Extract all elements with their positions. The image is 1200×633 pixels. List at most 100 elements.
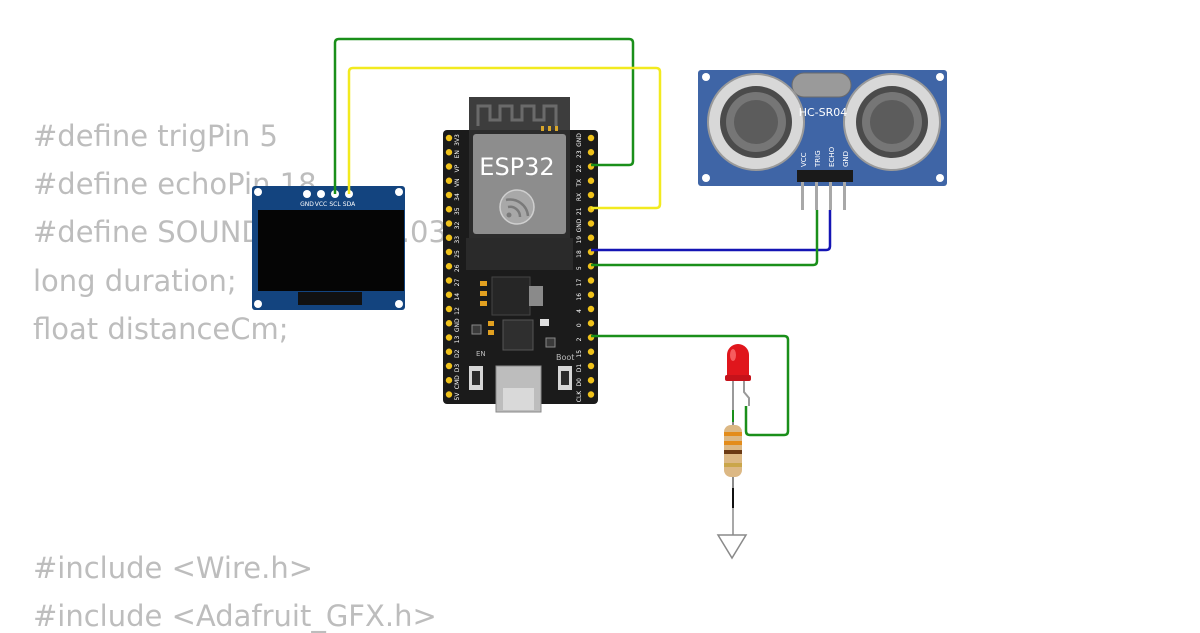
esp32-pin-left[interactable] <box>445 334 453 341</box>
hc-sr04-pin-gnd[interactable] <box>843 182 846 210</box>
mount-hole <box>395 188 403 196</box>
esp32-pin-left[interactable] <box>445 163 453 170</box>
esp32-pin-left[interactable] <box>445 206 453 213</box>
esp32-pin-left[interactable] <box>445 377 453 384</box>
mount-hole <box>936 174 944 182</box>
code-line: #define echoPin 18 <box>33 167 317 201</box>
usb-connector[interactable] <box>495 365 542 413</box>
esp32-pin-left[interactable] <box>445 391 453 398</box>
wire-trig[interactable] <box>591 210 819 267</box>
esp32-pin-left[interactable] <box>445 220 453 227</box>
hc-sr04-pin-label: GND <box>842 151 850 167</box>
led-smd <box>540 319 549 326</box>
resistor-band <box>724 432 742 436</box>
esp32-pin-label: GND <box>454 318 461 332</box>
esp32-pin-label: 5V <box>454 392 461 401</box>
hc-sr04-header <box>797 170 853 182</box>
esp32-label: ESP32 <box>479 153 554 181</box>
en-button[interactable] <box>469 366 483 390</box>
esp32-pin-left[interactable] <box>445 134 453 142</box>
oled-display[interactable]: GND VCC SCL SDA <box>252 186 405 310</box>
red-led[interactable] <box>725 344 751 410</box>
esp32-pin-right[interactable] <box>587 220 595 227</box>
hc-sr04-pin-trig[interactable] <box>815 182 818 210</box>
esp32-pin-right[interactable] <box>587 391 595 398</box>
esp32-left-pin-header[interactable]: 3V3ENVPVN343532332526271412GND13D2D3CMD5… <box>445 134 461 401</box>
esp32-pin-label: 35 <box>454 207 461 215</box>
esp32-pin-right[interactable] <box>587 177 595 184</box>
hc-sr04-pin-label: VCC <box>800 152 808 167</box>
esp32-pin-right[interactable] <box>587 362 595 370</box>
esp32-pin-right[interactable] <box>587 149 595 156</box>
hc-sr04-label: HC-SR04 <box>799 106 848 119</box>
esp32-pin-left[interactable] <box>445 234 453 241</box>
hc-sr04-pin-label: ECHO <box>828 146 836 167</box>
esp32-pin-label: 15 <box>576 350 583 358</box>
wire-led[interactable] <box>591 334 790 437</box>
esp32-pin-left[interactable] <box>445 263 453 270</box>
esp32-pin-label: 2 <box>576 337 583 341</box>
transducer-right <box>843 73 941 171</box>
code-line: #include <Adafruit_GFX.h> <box>33 599 437 633</box>
hc-sr04-sensor[interactable]: HC-SR04 VCC TRIG ECHO GND <box>698 70 947 210</box>
esp32-pin-left[interactable] <box>445 362 453 370</box>
smd-part <box>545 337 556 348</box>
esp32-pin-label: 18 <box>576 250 583 258</box>
esp32-pin-left[interactable] <box>445 291 453 298</box>
esp32-pin-right[interactable] <box>587 377 595 384</box>
hc-sr04-pin-echo[interactable] <box>829 182 832 210</box>
esp32-pin-label: 23 <box>576 150 583 158</box>
esp32-pin-right[interactable] <box>587 277 595 284</box>
esp32-pin-label: 12 <box>454 307 461 315</box>
esp32-pin-right[interactable] <box>587 134 595 142</box>
resistor[interactable] <box>724 410 742 500</box>
oled-pin-label: GND <box>300 201 314 208</box>
esp32-pin-right[interactable] <box>587 234 595 241</box>
smd-pad <box>548 126 551 131</box>
resistor-band <box>724 441 742 445</box>
smd-pad <box>555 126 558 131</box>
esp32-pin-left[interactable] <box>445 348 453 355</box>
wire-sda[interactable] <box>347 66 662 210</box>
boot-label: Boot <box>556 353 574 362</box>
esp32-pin-left[interactable] <box>445 320 453 327</box>
voltage-regulator <box>491 276 531 316</box>
esp32-pin-label: 16 <box>576 293 583 301</box>
smd-part <box>471 324 482 335</box>
mount-hole <box>254 188 262 196</box>
wires[interactable] <box>333 37 832 437</box>
esp32-antenna <box>469 97 570 133</box>
esp32-board[interactable]: ESP32 EN Boot <box>443 97 598 413</box>
esp32-pin-left[interactable] <box>445 191 453 199</box>
oled-pin-gnd[interactable] <box>303 190 311 198</box>
esp32-pin-left[interactable] <box>445 248 453 256</box>
esp32-pin-label: TX <box>576 179 583 188</box>
wire-scl[interactable] <box>333 37 635 194</box>
esp32-pin-left[interactable] <box>445 305 453 313</box>
esp32-pin-label: EN <box>454 150 461 158</box>
esp32-pin-left[interactable] <box>445 149 453 156</box>
ground-symbol[interactable] <box>716 488 748 560</box>
smd-capacitor <box>480 301 487 306</box>
esp32-pin-left[interactable] <box>445 177 453 184</box>
wire-echo[interactable] <box>591 210 832 252</box>
esp32-pin-left[interactable] <box>445 277 453 284</box>
hc-sr04-pin-vcc[interactable] <box>801 182 804 210</box>
esp32-pin-right[interactable] <box>587 305 595 313</box>
oled-pin-label: VCC <box>315 201 327 208</box>
esp32-pin-right[interactable] <box>587 291 595 298</box>
esp32-pin-label: 5 <box>576 266 583 270</box>
esp32-pin-right[interactable] <box>587 320 595 327</box>
led-highlight <box>730 349 736 361</box>
oled-pin-vcc[interactable] <box>317 190 325 198</box>
code-line: float distanceCm; <box>33 312 289 346</box>
esp32-pin-label: 17 <box>576 279 583 287</box>
esp32-pin-right[interactable] <box>587 191 595 199</box>
transducer-left <box>707 73 805 171</box>
esp32-pin-label: D0 <box>576 378 583 387</box>
esp32-pin-right[interactable] <box>587 348 595 355</box>
mount-hole <box>254 300 262 308</box>
boot-button[interactable] <box>558 366 572 390</box>
